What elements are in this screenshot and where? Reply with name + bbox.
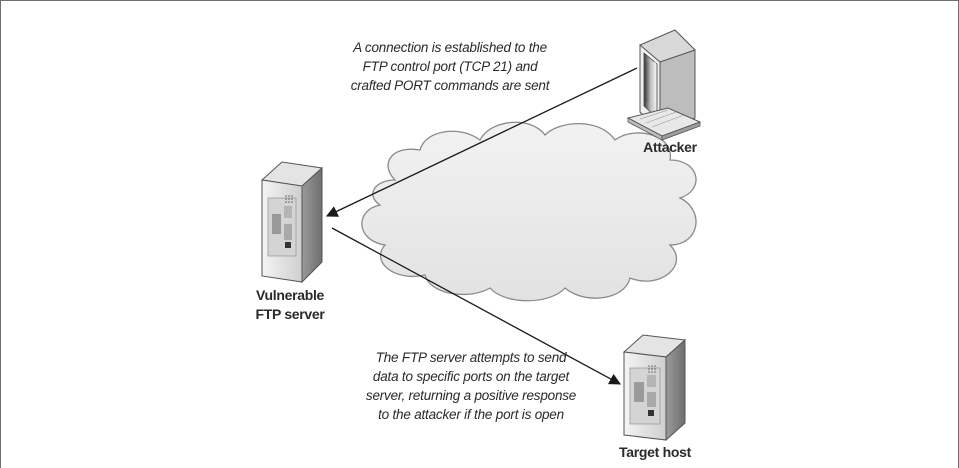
data-transfer-caption: The FTP server attempts to send data to … [336, 348, 606, 424]
ftp-server-label: Vulnerable FTP server [235, 286, 345, 324]
server-tower-icon [622, 334, 687, 442]
data-transfer-arrow [331, 227, 622, 385]
label-line: Target host [619, 444, 691, 460]
control-connection-arrow [325, 67, 638, 217]
label-line: Vulnerable [255, 287, 325, 303]
label-line: Attacker [643, 139, 697, 155]
caption-line: crafted PORT commands are sent [350, 78, 550, 93]
caption-line: server, returning a positive response [365, 388, 577, 403]
desktop-computer-icon [626, 29, 702, 141]
attacker-label: Attacker [615, 138, 725, 157]
caption-line: The FTP server attempts to send [375, 350, 567, 365]
caption-line: to the attacker if the port is open [378, 407, 564, 422]
label-line: FTP server [255, 306, 325, 322]
cloud-icon [361, 121, 697, 302]
caption-line: FTP control port (TCP 21) and [362, 59, 538, 74]
control-connection-caption: A connection is established to the FTP c… [300, 38, 600, 95]
target-host-label: Target host [595, 443, 715, 462]
caption-line: data to specific ports on the target [372, 369, 570, 384]
server-tower-icon [260, 161, 324, 284]
caption-line: A connection is established to the [353, 40, 547, 55]
